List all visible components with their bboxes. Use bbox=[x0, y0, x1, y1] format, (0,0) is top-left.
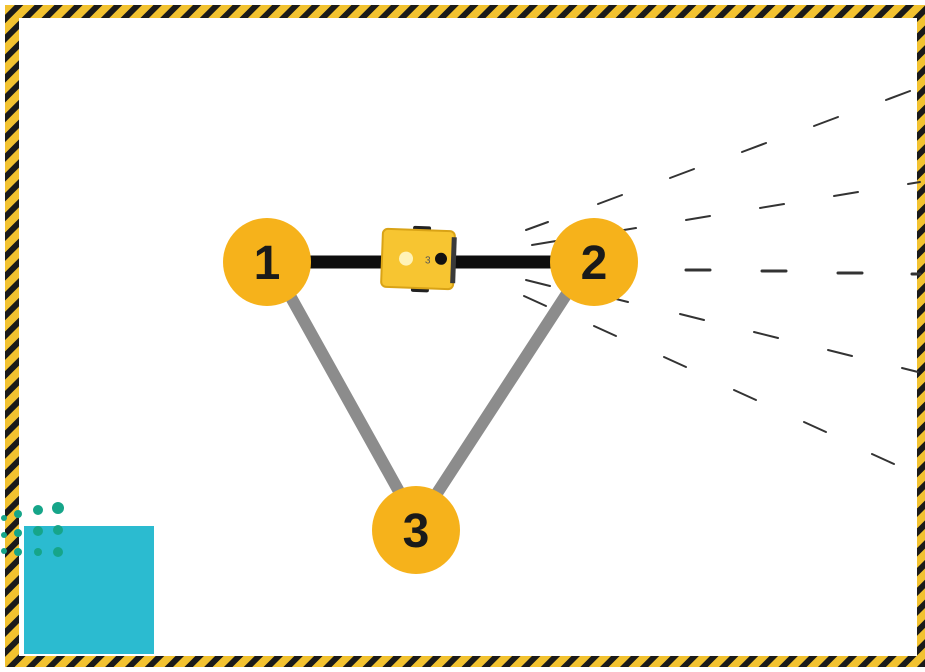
waypoint-1-marker bbox=[223, 218, 311, 306]
waypoint-paths bbox=[281, 255, 575, 510]
robot: 3 bbox=[380, 225, 457, 293]
path-1-3 bbox=[282, 286, 412, 510]
waypoint-3[interactable]: 3 bbox=[372, 486, 460, 574]
logo-dots-icon bbox=[1, 502, 64, 557]
robot-label: 3 bbox=[425, 255, 431, 266]
robot-front-bar bbox=[450, 237, 457, 284]
robot-light bbox=[399, 251, 414, 266]
waypoint-3-label: 3 bbox=[403, 505, 430, 558]
waypoint-2-marker bbox=[550, 218, 638, 306]
waypoint-1-label: 1 bbox=[254, 237, 281, 290]
target-zone bbox=[24, 526, 154, 654]
path-2-3 bbox=[424, 286, 574, 510]
waypoint-3-marker bbox=[372, 486, 460, 574]
waypoint-2[interactable]: 2 bbox=[550, 218, 638, 306]
waypoint-1[interactable]: 1 bbox=[223, 218, 311, 306]
robot-sensor bbox=[435, 252, 448, 265]
waypoint-2-label: 2 bbox=[581, 237, 608, 290]
